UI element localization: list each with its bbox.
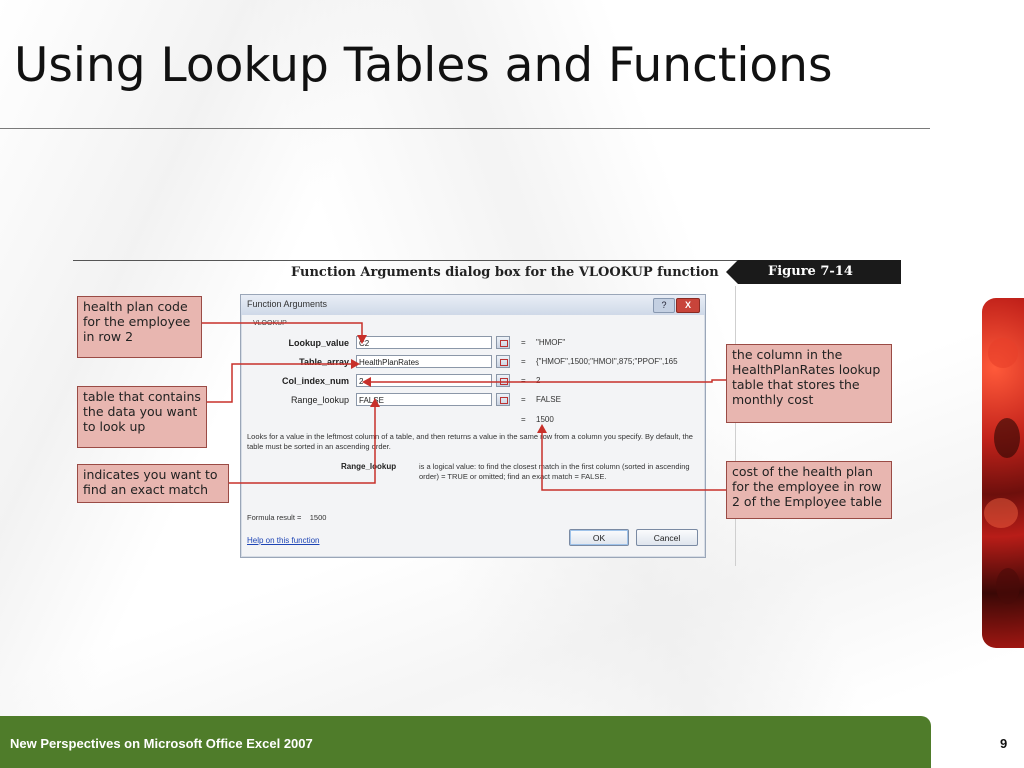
footer-bar: New Perspectives on Microsoft Office Exc… <box>0 716 931 768</box>
formula-result: Formula result = 1500 <box>247 513 326 522</box>
total-result-row: = 1500 <box>241 412 705 428</box>
collapse-dialog-button[interactable] <box>496 374 510 387</box>
arg-result: FALSE <box>536 395 561 404</box>
help-button[interactable]: ? <box>653 298 675 313</box>
collapse-dialog-button[interactable] <box>496 336 510 349</box>
ok-button[interactable]: OK <box>569 529 629 546</box>
page-number: 9 <box>1000 736 1008 751</box>
formula-result-label: Formula result = <box>247 513 302 522</box>
figure-caption: Function Arguments dialog box for the VL… <box>291 265 719 280</box>
callout-col-index: the column in the HealthPlanRates lookup… <box>726 344 892 423</box>
range-select-icon <box>500 397 508 404</box>
arg-description-text: is a logical value: to find the closest … <box>419 462 690 481</box>
title-divider <box>0 128 930 129</box>
equals-sign: = <box>521 376 526 385</box>
close-button[interactable]: X <box>676 298 700 313</box>
function-description: Looks for a value in the leftmost column… <box>247 432 693 451</box>
col-index-num-input[interactable]: 2 <box>356 374 492 387</box>
range-lookup-input[interactable]: FALSE <box>356 393 492 406</box>
collapse-dialog-button[interactable] <box>496 393 510 406</box>
arg-label: Lookup_value <box>288 338 349 348</box>
figure-label-text: Figure 7-14 <box>768 264 853 279</box>
callout-lookup-value: health plan code for the employee in row… <box>77 296 202 358</box>
equals-sign: = <box>521 415 526 424</box>
arg-label: Range_lookup <box>290 395 349 405</box>
figure: Function Arguments dialog box for the VL… <box>73 258 901 566</box>
collapse-dialog-button[interactable] <box>496 355 510 368</box>
arg-label: Col_index_num <box>281 376 349 386</box>
arg-result: "HMOF" <box>536 338 566 347</box>
dialog-titlebar: Function Arguments ? X <box>241 295 705 315</box>
callout-table-array: table that contains the data you want to… <box>77 386 207 448</box>
cancel-button[interactable]: Cancel <box>636 529 698 546</box>
callout-range-lookup: indicates you want to find an exact matc… <box>77 464 229 503</box>
lookup-value-input[interactable]: C2 <box>356 336 492 349</box>
arg-result: {"HMOF",1500;"HMOI",875;"PPOF",165 <box>536 357 678 366</box>
function-arguments-dialog: Function Arguments ? X VLOOKUP Lookup_va… <box>240 294 706 558</box>
total-result: 1500 <box>536 415 554 424</box>
range-select-icon <box>500 378 508 385</box>
arg-description-name: Range_lookup <box>341 462 397 471</box>
footer-text: New Perspectives on Microsoft Office Exc… <box>10 736 313 751</box>
equals-sign: = <box>521 395 526 404</box>
arg-row-range-lookup: Range_lookup FALSE = FALSE <box>241 392 705 408</box>
function-group-label: VLOOKUP <box>253 320 287 327</box>
arg-result: 2 <box>536 376 541 385</box>
range-select-icon <box>500 340 508 347</box>
decorative-image <box>982 298 1024 648</box>
formula-result-value: 1500 <box>309 513 327 522</box>
arg-row-col-index: Col_index_num 2 = 2 <box>241 373 705 389</box>
figure-label: Figure 7-14 <box>726 260 901 284</box>
figure-right-rule <box>735 286 736 566</box>
range-select-icon <box>500 359 508 366</box>
equals-sign: = <box>521 357 526 366</box>
equals-sign: = <box>521 338 526 347</box>
figure-top-rule <box>73 260 901 261</box>
help-on-function-link[interactable]: Help on this function <box>247 536 320 545</box>
slide-title: Using Lookup Tables and Functions <box>14 38 833 93</box>
table-array-input[interactable]: HealthPlanRates <box>356 355 492 368</box>
dialog-title: Function Arguments <box>247 299 328 309</box>
arg-label: Table_array <box>299 357 349 367</box>
arg-row-table-array: Table_array HealthPlanRates = {"HMOF",15… <box>241 354 705 370</box>
callout-result: cost of the health plan for the employee… <box>726 461 892 519</box>
arg-row-lookup-value: Lookup_value C2 = "HMOF" <box>241 335 705 351</box>
